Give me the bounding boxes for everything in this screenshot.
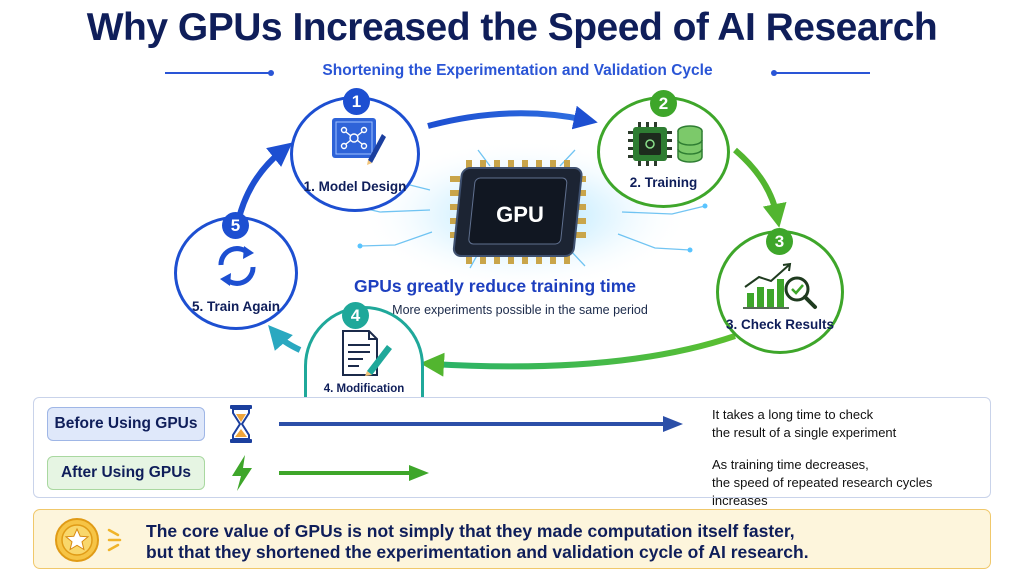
key-takeaway-line2: but that they shortened the experimentat… <box>146 542 809 562</box>
before-gpus-text-line1: It takes a long time to check <box>712 407 874 422</box>
before-gpus-label: Before Using GPUs <box>47 407 205 441</box>
sparkle-icon <box>107 528 122 552</box>
step-modification-label: 4. Modification <box>323 383 405 395</box>
subtitle-dot-right <box>771 70 777 76</box>
after-gpus-text-line2: the speed of repeated research cycles in… <box>712 475 933 508</box>
after-gpus-text-line1: As training time decreases, <box>712 457 869 472</box>
key-takeaway-text: The core value of GPUs is not simply tha… <box>146 521 976 563</box>
before-gpus-description: It takes a long time to check the result… <box>712 406 896 442</box>
step-model-design: 1. Model Design <box>290 96 420 212</box>
gpu-headline: GPUs greatly reduce training time <box>353 276 637 296</box>
refresh-arrows-icon <box>213 243 261 289</box>
after-gpus-description: As training time decreases, the speed of… <box>712 456 990 510</box>
key-takeaway-line1: The core value of GPUs is not simply tha… <box>146 521 795 541</box>
page-subtitle: Shortening the Experimentation and Valid… <box>322 62 713 79</box>
after-duration-arrow <box>279 465 429 481</box>
gpu-chip-label: GPU <box>496 202 544 227</box>
arrow-modification-to-train-again <box>268 324 302 353</box>
chip-database-icon <box>625 119 705 169</box>
step-check-results-label: 3. Check Results <box>725 317 835 332</box>
step-3-badge: 3 <box>766 228 793 255</box>
star-medal-icon <box>54 517 100 563</box>
step-2-badge: 2 <box>650 90 677 117</box>
subtitle-dot-left <box>268 70 274 76</box>
lightning-icon <box>229 454 255 492</box>
document-pencil-icon <box>337 329 397 377</box>
before-duration-arrow <box>279 416 683 432</box>
chart-magnifier-icon <box>741 261 819 311</box>
step-4-badge: 4 <box>342 302 369 329</box>
arrow-train-again-to-design <box>235 142 293 223</box>
blueprint-pencil-icon <box>328 114 388 166</box>
page-title: Why GPUs Increased the Speed of AI Resea… <box>86 6 938 49</box>
subtitle-row: Shortening the Experimentation and Valid… <box>165 62 870 84</box>
subtitle-divider-right <box>775 72 870 74</box>
comparison-panel: Before Using GPUs It takes a long time t… <box>33 397 991 508</box>
arrow-results-to-modification <box>420 333 736 377</box>
after-gpus-label: After Using GPUs <box>47 456 205 490</box>
arrow-design-to-training <box>427 105 598 130</box>
step-5-badge: 5 <box>222 212 249 239</box>
hourglass-icon <box>228 404 254 444</box>
cycle-diagram: GPU <box>235 105 787 377</box>
key-takeaway-banner: The core value of GPUs is not simply tha… <box>33 509 991 569</box>
subtitle-divider-left <box>165 72 270 74</box>
step-train-again-label: 5. Train Again <box>191 299 281 314</box>
step-training-label: 2. Training <box>629 175 698 190</box>
arrow-training-to-results <box>733 147 787 228</box>
step-1-badge: 1 <box>343 88 370 115</box>
gpu-subline: More experiments possible in the same pe… <box>392 303 648 317</box>
before-gpus-text-line2: the result of a single experiment <box>712 425 897 440</box>
step-model-design-label: 1. Model Design <box>303 179 407 194</box>
